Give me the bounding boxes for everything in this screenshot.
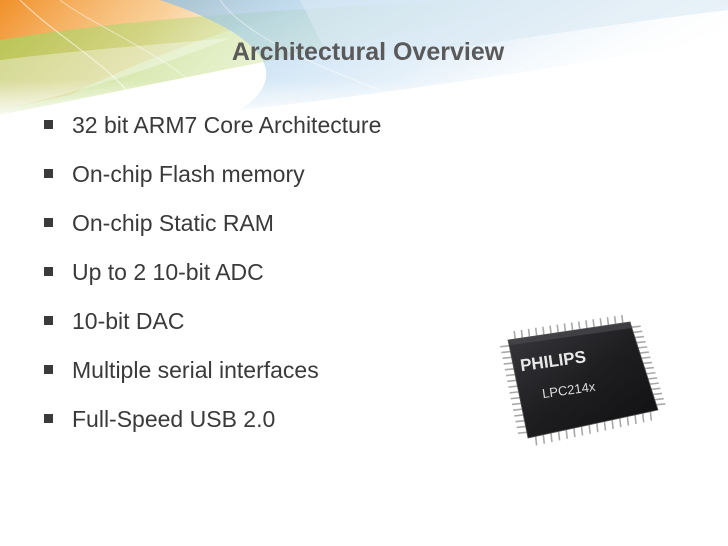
bullet-text: 10-bit DAC — [72, 308, 185, 334]
bullet-square-icon — [44, 316, 53, 325]
chip-pin — [611, 419, 614, 429]
chip-pin — [631, 325, 641, 328]
chip-pin — [501, 350, 511, 354]
chip-pin — [652, 392, 663, 396]
chip-pin — [500, 344, 510, 348]
chip-pin — [651, 387, 661, 391]
bullet-item: Multiple serial interfaces — [44, 353, 381, 402]
chip-pin — [549, 325, 552, 334]
bullet-list: 32 bit ARM7 Core Architecture On-chip Fl… — [44, 108, 381, 451]
chip-pin — [517, 431, 527, 435]
chip-pin — [510, 396, 520, 400]
chip-pin — [638, 346, 648, 349]
bullet-item: On-chip Static RAM — [44, 206, 381, 255]
chip-pin — [639, 351, 649, 354]
bullet-text: 32 bit ARM7 Core Architecture — [72, 112, 382, 138]
chip-pin — [634, 414, 637, 425]
chip-pin — [534, 436, 538, 446]
chip-pin — [636, 340, 646, 344]
chip-pin — [502, 356, 512, 360]
chip-pin — [557, 431, 561, 441]
chip-pin — [580, 426, 584, 436]
chip-pin — [656, 403, 666, 406]
chip-pin — [542, 434, 546, 444]
chip-pin — [504, 368, 514, 371]
chip-pin — [588, 424, 591, 434]
bullet-text: Full-Speed USB 2.0 — [72, 406, 276, 432]
chip-pin — [596, 423, 599, 433]
chip-pin — [626, 416, 630, 426]
chip-pin — [649, 382, 659, 385]
bullet-square-icon — [44, 267, 53, 276]
chip-pin — [527, 328, 531, 337]
chip-pin — [565, 429, 569, 439]
bullet-square-icon — [44, 414, 53, 423]
chip-pin — [644, 366, 654, 370]
bullet-text: On-chip Static RAM — [72, 210, 274, 236]
microcontroller-chip-icon: PHILIPS LPC214x — [500, 314, 666, 446]
chip-pin — [520, 329, 524, 338]
chip-pin — [606, 317, 610, 326]
chip-pin — [515, 419, 525, 423]
chip-pin — [643, 361, 653, 365]
chip-pin — [542, 326, 545, 335]
chip-pin — [621, 314, 624, 324]
bullet-square-icon — [44, 120, 53, 129]
chip-pin — [654, 397, 664, 401]
chip-pin — [613, 316, 617, 325]
bullet-item: 10-bit DAC — [44, 304, 381, 353]
chip-pin — [633, 330, 643, 334]
chip-pin — [570, 322, 574, 331]
chip-pin — [573, 428, 576, 438]
chip-pin — [577, 321, 581, 330]
chip-pin — [646, 371, 656, 375]
chip-pin — [603, 421, 607, 431]
chip-pin — [514, 414, 524, 417]
chip-pin — [509, 391, 519, 394]
chip-pin — [641, 413, 645, 423]
chip-pin — [599, 318, 603, 327]
bullet-item: Up to 2 10-bit ADC — [44, 255, 381, 304]
chip-pin — [505, 373, 516, 377]
chip-pin — [634, 335, 645, 339]
chip-pin — [563, 323, 567, 332]
bullet-text: On-chip Flash memory — [72, 161, 305, 187]
chip-pin — [508, 385, 518, 388]
bullet-square-icon — [44, 365, 53, 374]
bullet-text: Up to 2 10-bit ADC — [72, 259, 264, 285]
chip-pin — [516, 425, 526, 429]
chip-pin — [550, 432, 553, 443]
chip-pin — [503, 362, 513, 365]
chip-pin — [641, 356, 651, 360]
chip-pin — [592, 319, 595, 328]
bullet-item: On-chip Flash memory — [44, 157, 381, 206]
slide-title: Architectural Overview — [231, 38, 505, 66]
bullet-square-icon — [44, 218, 53, 227]
chip-pin — [513, 330, 516, 340]
bullet-square-icon — [44, 169, 53, 178]
chip-pin — [618, 418, 622, 428]
chip-pin — [534, 327, 538, 336]
chip-pin — [513, 408, 523, 411]
chip-pin — [556, 324, 560, 333]
bullet-item: Full-Speed USB 2.0 — [44, 402, 381, 451]
bullet-item: 32 bit ARM7 Core Architecture — [44, 108, 381, 157]
chip-image: PHILIPS LPC214x — [480, 314, 680, 460]
chip-pins-group — [500, 314, 666, 446]
chip-pin — [648, 377, 658, 380]
chip-pin — [511, 402, 522, 406]
chip-model-text: LPC214x — [541, 379, 597, 401]
chip-pin — [507, 379, 517, 383]
chip-pin — [649, 411, 653, 421]
bullet-text: Multiple serial interfaces — [72, 357, 319, 383]
chip-pin — [585, 320, 588, 329]
